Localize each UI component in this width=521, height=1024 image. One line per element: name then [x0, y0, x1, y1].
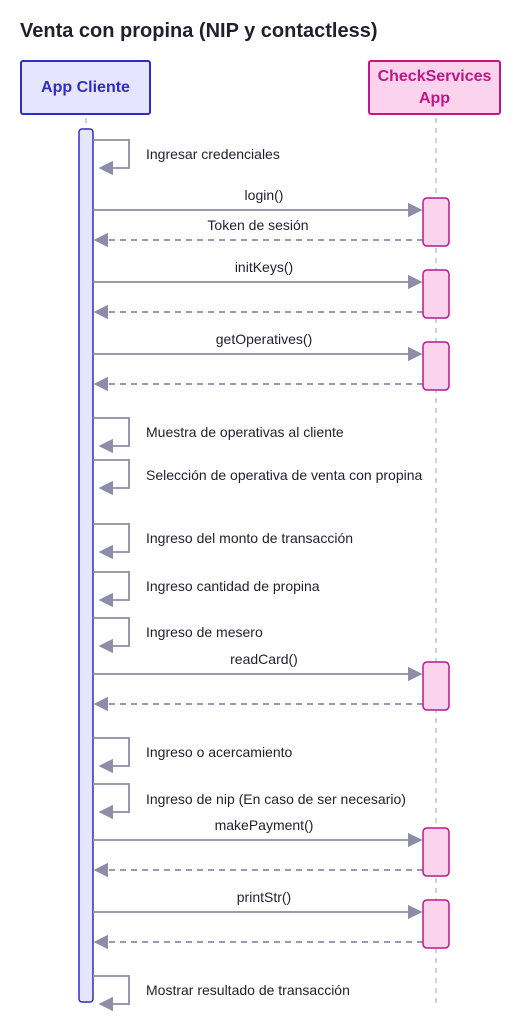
self-message-arrow	[93, 139, 130, 176]
self-message-label: Mostrar resultado de transacción	[146, 982, 350, 998]
activation-box-checkservices	[422, 197, 450, 247]
self-message-label: Selección de operativa de venta con prop…	[146, 467, 423, 483]
self-message-arrow	[93, 783, 130, 820]
diagram-title: Venta con propina (NIP y contactless)	[20, 20, 378, 42]
call-message-label: makePayment()	[214, 817, 314, 833]
activation-box-checkservices	[422, 899, 450, 949]
self-message-label: Ingreso cantidad de propina	[146, 578, 320, 594]
activation-box-checkservices	[422, 269, 450, 319]
activation-box-checkservices	[422, 661, 450, 711]
self-message-label: Muestra de operativas al cliente	[146, 424, 344, 440]
participant-checkservices-label-line1: CheckServices	[377, 67, 492, 85]
participant-app-cliente-label: App Cliente	[41, 78, 130, 96]
self-message-label: Ingreso o acercamiento	[146, 744, 293, 760]
activation-box-checkservices	[422, 341, 450, 391]
activation-box-checkservices	[422, 827, 450, 877]
self-message-arrow	[93, 523, 130, 560]
call-message-label: login()	[244, 187, 284, 203]
call-message-label: initKeys()	[234, 259, 294, 275]
participant-app-cliente: App Cliente	[20, 60, 151, 115]
self-message-label: Ingresar credenciales	[146, 146, 280, 162]
participant-checkservices-app: CheckServices App	[368, 60, 501, 115]
self-message-label: Ingreso de mesero	[146, 624, 263, 640]
self-message-arrow	[93, 617, 130, 654]
self-message-arrow	[93, 571, 130, 608]
self-message-label: Ingreso del monto de transacción	[146, 530, 354, 546]
self-message-label: Ingreso de nip (En caso de ser necesario…	[146, 791, 406, 807]
call-message-label: getOperatives()	[215, 331, 313, 347]
participant-checkservices-app-label: CheckServices App	[378, 66, 492, 110]
activation-bar-app-cliente	[78, 128, 94, 1003]
call-message-label: readCard()	[230, 651, 298, 667]
self-message-arrow	[93, 417, 130, 454]
call-message-label: printStr()	[236, 889, 292, 905]
self-message-arrow	[93, 737, 130, 774]
self-message-arrow	[93, 975, 130, 1012]
self-message-arrow	[93, 459, 130, 496]
participant-checkservices-label-line2: App	[418, 89, 451, 107]
return-message-label: Token de sesión	[207, 217, 309, 233]
